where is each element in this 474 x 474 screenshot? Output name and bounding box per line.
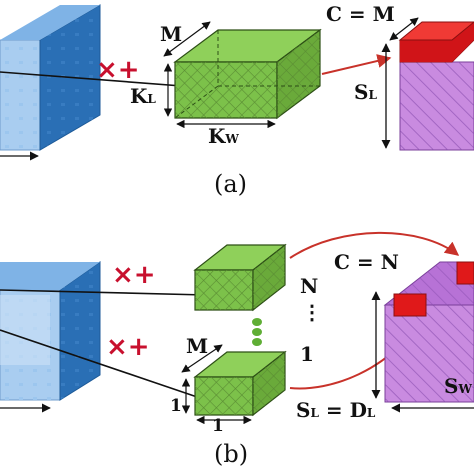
output-width-symbol-b: S <box>444 374 459 398</box>
arrow-input-to-kernel-a <box>0 71 210 93</box>
output-volume-a <box>381 17 474 151</box>
kernel-width-label-a: KW <box>208 126 239 146</box>
output-volume-b <box>371 261 474 413</box>
kernel-height-label-a: KL <box>130 86 156 106</box>
output-channels-label-a: C = M <box>326 2 395 26</box>
output-width-label-b: SW <box>444 376 472 396</box>
kernel-count-label-b: N <box>300 274 319 298</box>
kernel-width-label-b: 1 <box>212 416 224 436</box>
kernel-height-symbol-a: K <box>130 84 148 108</box>
output-channels-label-b: C = N <box>334 250 399 274</box>
kernel-stack-dots <box>252 318 262 346</box>
panel-b <box>0 231 474 425</box>
arrow-kernel-to-output-a <box>321 54 392 75</box>
multiply-add-operator-a: ×+ <box>96 55 140 85</box>
output-height-subscript-b: L <box>310 406 319 420</box>
kernel-depth-label-a: M <box>160 22 183 46</box>
arrow-kernel-to-output-b-top <box>289 231 460 259</box>
input-volume-a <box>0 4 101 161</box>
kernel-cube-a <box>163 21 322 129</box>
caption-a: (a) <box>214 170 248 198</box>
output-height-symbol-b: S <box>296 398 311 422</box>
output-height-label-b: SL = DL <box>296 400 375 420</box>
kernel-cube-b-bottom <box>181 344 287 425</box>
kernel-count-one-label-b: 1 <box>300 342 314 366</box>
output-channel-top-b <box>456 261 474 285</box>
multiply-add-operator-b-top: ×+ <box>112 260 156 290</box>
kernel-width-symbol-a: K <box>208 124 226 148</box>
kernel-cube-b-top <box>193 243 287 312</box>
output-height-symbol-a: S <box>354 80 369 104</box>
caption-b: (b) <box>214 440 249 468</box>
panel-a <box>0 4 474 161</box>
vertical-ellipsis-b: ⋮ <box>302 300 322 324</box>
kernel-width-subscript-a: W <box>225 132 239 146</box>
kernel-height-label-b: 1 <box>170 396 182 416</box>
output-height-subscript-a: L <box>368 88 377 102</box>
arrow-input-to-kernel-b-top <box>0 289 208 301</box>
arrow-input-to-kernel-b-bottom <box>0 329 208 403</box>
kernel-height-subscript-a: L <box>147 92 156 106</box>
kernel-depth-label-b: M <box>186 334 209 358</box>
output-channel-bottom-b <box>393 293 427 317</box>
input-volume-b <box>0 261 101 413</box>
multiply-add-operator-b-bottom: ×+ <box>106 332 150 362</box>
output-height-d-subscript-b: L <box>366 406 376 420</box>
output-height-equals-b: = D <box>318 398 367 422</box>
output-width-subscript-b: W <box>458 382 472 396</box>
output-height-label-a: SL <box>354 82 377 102</box>
